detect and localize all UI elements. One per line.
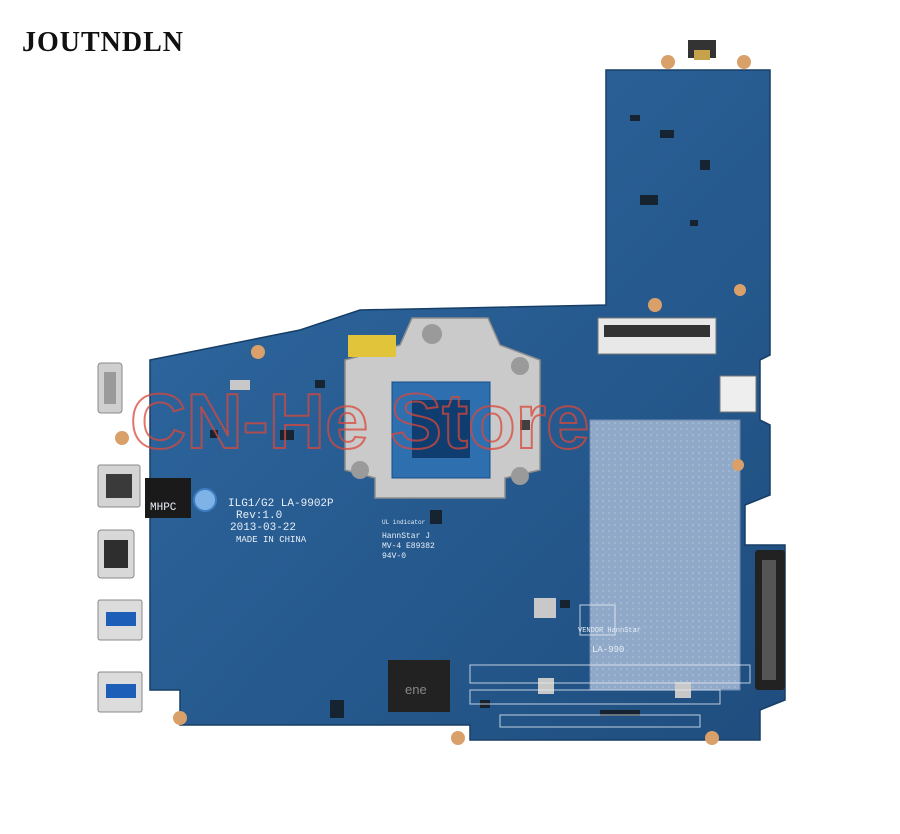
emi-shield (589, 419, 741, 691)
lan-chip-label: MHPC (150, 502, 177, 514)
silk-date: 2013-03-22 (230, 522, 296, 534)
yellow-capacitor (348, 335, 396, 357)
silk-rev: Rev:1.0 (236, 510, 282, 522)
ec-chip-label: ene (405, 682, 427, 697)
ec-chip (388, 660, 450, 712)
cpu-heatsink-bracket (344, 317, 541, 499)
mounting-holes (115, 55, 751, 745)
silk-mfr: HannStar J (382, 532, 430, 541)
lan-chip (145, 478, 191, 518)
blue-standoff (193, 488, 217, 512)
silk-code: LA-990 (592, 645, 624, 655)
brand-logo-text: JOUTNDLN (22, 27, 185, 58)
silk-mfr2: MV-4 E89382 (382, 542, 435, 551)
silk-vendor: VENDOR HannStar (578, 627, 641, 635)
store-watermark: CN-He Store (130, 377, 589, 465)
silk-rating: 94V-0 (382, 552, 406, 561)
silk-ul: UL indicator (382, 519, 426, 526)
silk-model: ILG1/G2 LA-9902P (228, 498, 334, 510)
ribbon-connector-2 (719, 375, 757, 413)
io-ports (97, 362, 143, 713)
silk-origin: MADE IN CHINA (236, 535, 307, 545)
